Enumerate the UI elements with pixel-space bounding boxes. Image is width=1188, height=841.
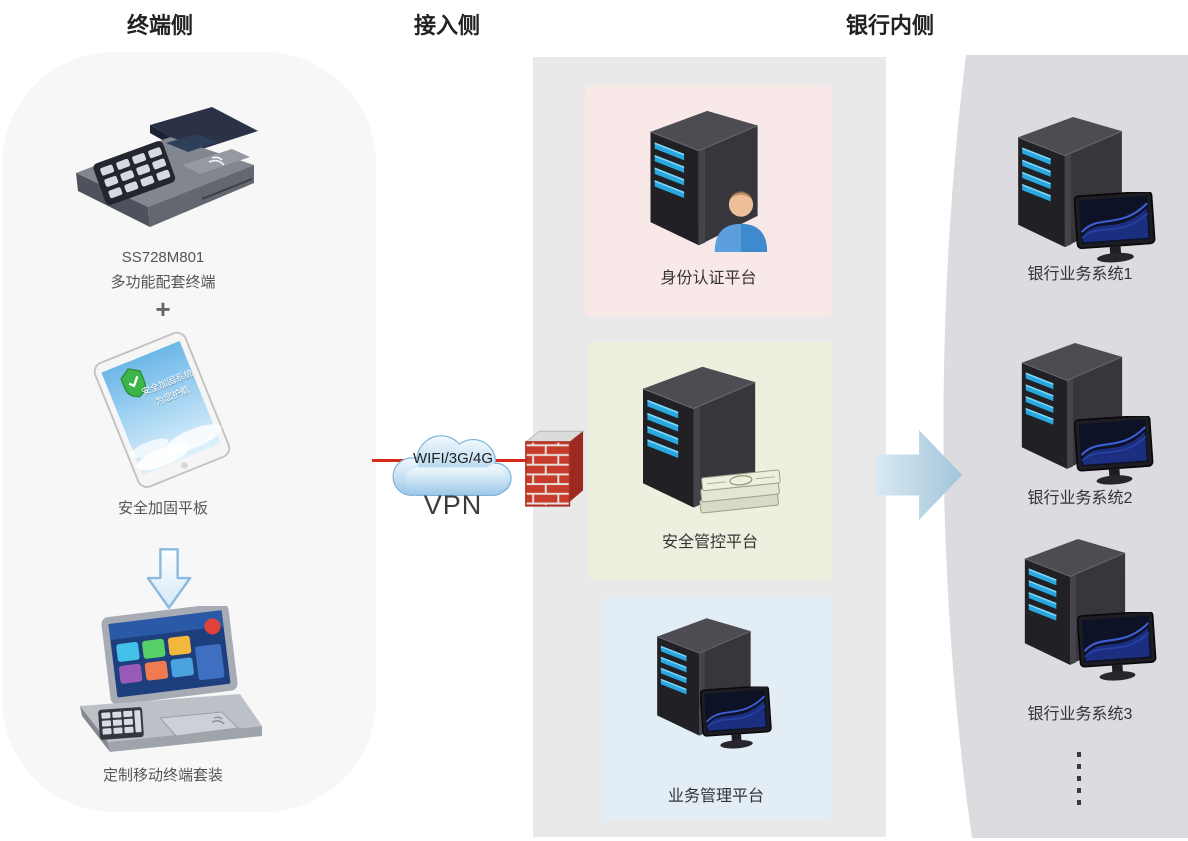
right-arrow-icon: [876, 424, 964, 526]
plus-icon: +: [155, 294, 171, 324]
vpn-label: VPN: [423, 490, 483, 520]
monitor-icon: [700, 686, 774, 752]
user-figure-icon: [710, 190, 772, 252]
secure-tablet-icon: [88, 330, 238, 494]
pos-name-label: 多功能配套终端: [110, 274, 216, 291]
more-systems-ellipsis-icon: [1077, 752, 1081, 805]
bank-system1-label: 银行业务系统1: [1027, 266, 1133, 283]
bank-system1-server-icon: [1008, 110, 1130, 252]
business-server-icon: [648, 612, 758, 740]
tablet-label: 安全加固平板: [117, 500, 208, 517]
header-bank-internal-side: 银行内侧: [845, 13, 934, 38]
banknotes-icon: [696, 468, 784, 514]
network-cloud-icon: WIFI/3G/4G: [383, 420, 523, 504]
mobile-kit-label: 定制移动终端套装: [102, 767, 223, 784]
firewall-icon: [521, 426, 585, 516]
monitor-icon: [1074, 416, 1156, 488]
monitor-icon: [1077, 612, 1159, 684]
security-platform-label: 安全管控平台: [661, 534, 758, 551]
header-access-side: 接入侧: [413, 13, 480, 38]
pos-terminal-icon: [62, 103, 262, 253]
cloud-label: WIFI/3G/4G: [412, 450, 493, 467]
pos-model-label: SS728M801: [121, 249, 205, 266]
bank-system3-server-icon: [1015, 532, 1133, 670]
header-terminal-side: 终端侧: [126, 13, 193, 38]
business-platform-label: 业务管理平台: [667, 788, 764, 805]
bank-system2-server-icon: [1012, 336, 1130, 474]
bank-system3-label: 银行业务系统3: [1027, 706, 1133, 723]
mobile-terminal-kit-icon: [64, 606, 264, 766]
bank-system2-label: 银行业务系统2: [1027, 490, 1133, 507]
identity-platform-label: 身份认证平台: [660, 270, 757, 287]
security-server-icon: [632, 360, 764, 512]
identity-server-icon: [640, 104, 766, 250]
monitor-icon: [1074, 192, 1158, 266]
down-arrow-icon: [146, 546, 192, 612]
